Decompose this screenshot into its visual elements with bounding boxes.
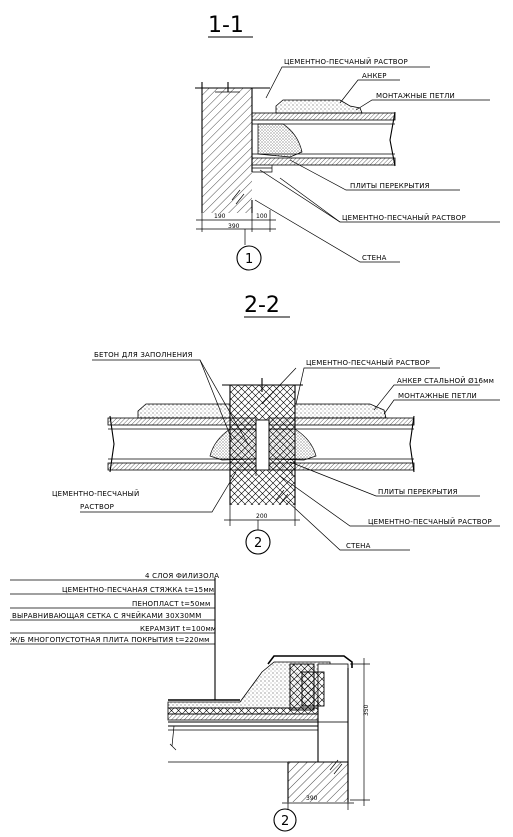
detail-marker-3 (273, 808, 297, 832)
mortar-top-left-2 (137, 403, 231, 419)
dimension-2: 200 (224, 505, 300, 530)
break-mark-1 (231, 189, 245, 205)
roof-buildup (167, 661, 331, 763)
dim-3-width: 390 (306, 795, 318, 802)
layer-4: ВЫРАВНИВАЮЩАЯ СЕТКА С ЯЧЕЙКАМИ 30Х30ММ (12, 611, 202, 620)
detail-marker-1 (236, 245, 262, 271)
label-2-cement-mortar-left-line2: РАСТВОР (80, 503, 114, 511)
layer-1: 4 СЛОЯ ФИЛИЗОЛА (145, 572, 219, 580)
label-2-steel-anchor: АНКЕР СТАЛЬНОЙ Ø16мм (397, 376, 494, 385)
label-2-fill-concrete: БЕТОН ДЛЯ ЗАПОЛНЕНИЯ (94, 351, 193, 359)
label-2-floor-slabs: ПЛИТЫ ПЕРЕКРЫТИЯ (378, 488, 458, 496)
label-2-mounting-loops: МОНТАЖНЫЕ ПЕТЛИ (398, 392, 477, 400)
leaders-2 (80, 359, 500, 551)
dim-1-right: 100 (256, 213, 268, 220)
layer-6: Ж/Б МНОГОПУСТОТНАЯ ПЛИТА ПОКРЫТИЯ t=220м… (10, 636, 210, 644)
dimension-3: 350 390 (282, 658, 370, 810)
layer-callouts: 4 СЛОЯ ФИЛИЗОЛА ЦЕМЕНТНО-ПЕСЧАНАЯ СТЯЖКА… (10, 572, 219, 700)
leaders-1 (254, 66, 500, 263)
dim-1-left: 190 (214, 213, 226, 220)
detail-marker-1-label: 1 (245, 252, 253, 267)
mortar-top-1 (275, 99, 363, 114)
label-1-cement-mortar-top: ЦЕМЕНТНО-ПЕСЧАНЫЙ РАСТВОР (284, 57, 408, 66)
dim-1-total: 390 (228, 223, 240, 230)
roof-detail: 4 СЛОЯ ФИЛИЗОЛА ЦЕМЕНТНО-ПЕСЧАНАЯ СТЯЖКА… (10, 572, 370, 832)
mortar-bottom-2 (236, 469, 293, 476)
label-2-cement-mortar-left-line1: ЦЕМЕНТНО-ПЕСЧАНЫЙ (52, 489, 139, 498)
layer-3: ПЕНОПЛАСТ t=50мм (132, 600, 210, 608)
layer-2: ЦЕМЕНТНО-ПЕСЧАНАЯ СТЯЖКА t=15мм (62, 586, 214, 594)
label-1-wall: СТЕНА (362, 254, 387, 262)
parapet (267, 655, 353, 802)
mortar-bottom-1 (252, 165, 273, 173)
detail-marker-2-label: 2 (254, 536, 262, 551)
section-2-2: 2-2 (52, 293, 500, 555)
section-2-title: 2-2 (244, 293, 280, 318)
detail-marker-2 (245, 529, 271, 555)
wall-1 (195, 82, 270, 213)
slabs-2 (107, 415, 415, 473)
dim-3-height: 350 (363, 704, 370, 716)
label-2-wall: СТЕНА (346, 542, 371, 550)
detail-marker-3-label: 2 (281, 814, 289, 829)
label-1-anchor: АНКЕР (362, 72, 387, 80)
layer-5: КЕРАМЗИТ t=100мм (140, 625, 216, 633)
mortar-top-right-2 (294, 403, 387, 419)
label-2-cement-mortar-top: ЦЕМЕНТНО-ПЕСЧАНЫЙ РАСТВОР (306, 358, 430, 367)
label-2-cement-mortar-bottom: ЦЕМЕНТНО-ПЕСЧАНЫЙ РАСТВОР (368, 517, 492, 526)
label-1-mounting-loops: МОНТАЖНЫЕ ПЕТЛИ (376, 92, 455, 100)
section-1-1: 1-1 190 100 (195, 13, 500, 271)
label-1-floor-slabs: ПЛИТЫ ПЕРЕКРЫТИЯ (350, 182, 430, 190)
break-mark-2 (275, 489, 289, 505)
slab-1 (251, 111, 396, 167)
section-1-title: 1-1 (208, 13, 244, 38)
dimension-1: 190 100 390 (196, 210, 276, 245)
dim-2-width: 200 (256, 513, 268, 520)
label-1-cement-mortar-bottom: ЦЕМЕНТНО-ПЕСЧАНЫЙ РАСТВОР (342, 213, 466, 222)
